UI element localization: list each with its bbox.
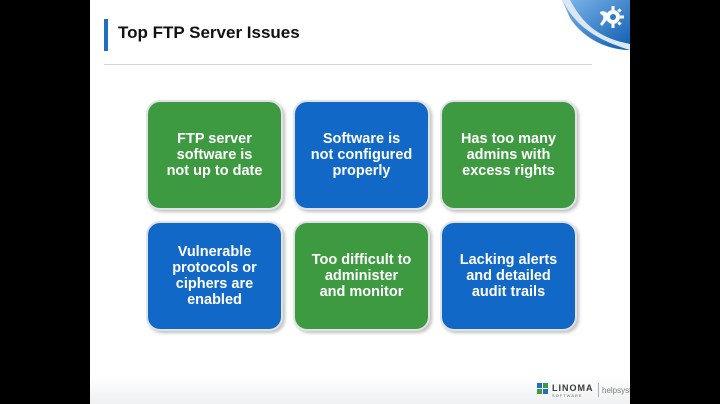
title-divider xyxy=(104,64,592,65)
linoma-logo-icon xyxy=(537,383,548,394)
helpsystems-wordmark: helpsystems xyxy=(602,386,630,395)
title-accent-bar xyxy=(104,19,108,51)
issue-tile-2: Software is not configured properly xyxy=(293,100,430,210)
footer-logo-separator xyxy=(598,383,599,397)
issue-tile-1: FTP server software is not up to date xyxy=(146,100,283,210)
slide: Top FTP Server Issues FTP server softwar… xyxy=(90,0,630,404)
linoma-wordmark: LINOMA xyxy=(552,383,594,393)
gear-icon xyxy=(600,6,624,28)
issue-tile-4: Vulnerable protocols or ciphers are enab… xyxy=(146,221,283,331)
issue-tile-6: Lacking alerts and detailed audit trails xyxy=(440,221,577,331)
slide-title: Top FTP Server Issues xyxy=(118,23,300,42)
linoma-software-label: SOFTWARE xyxy=(552,393,583,398)
issue-tile-5: Too difficult to administer and monitor xyxy=(293,221,430,331)
issue-tile-3: Has too many admins with excess rights xyxy=(440,100,577,210)
